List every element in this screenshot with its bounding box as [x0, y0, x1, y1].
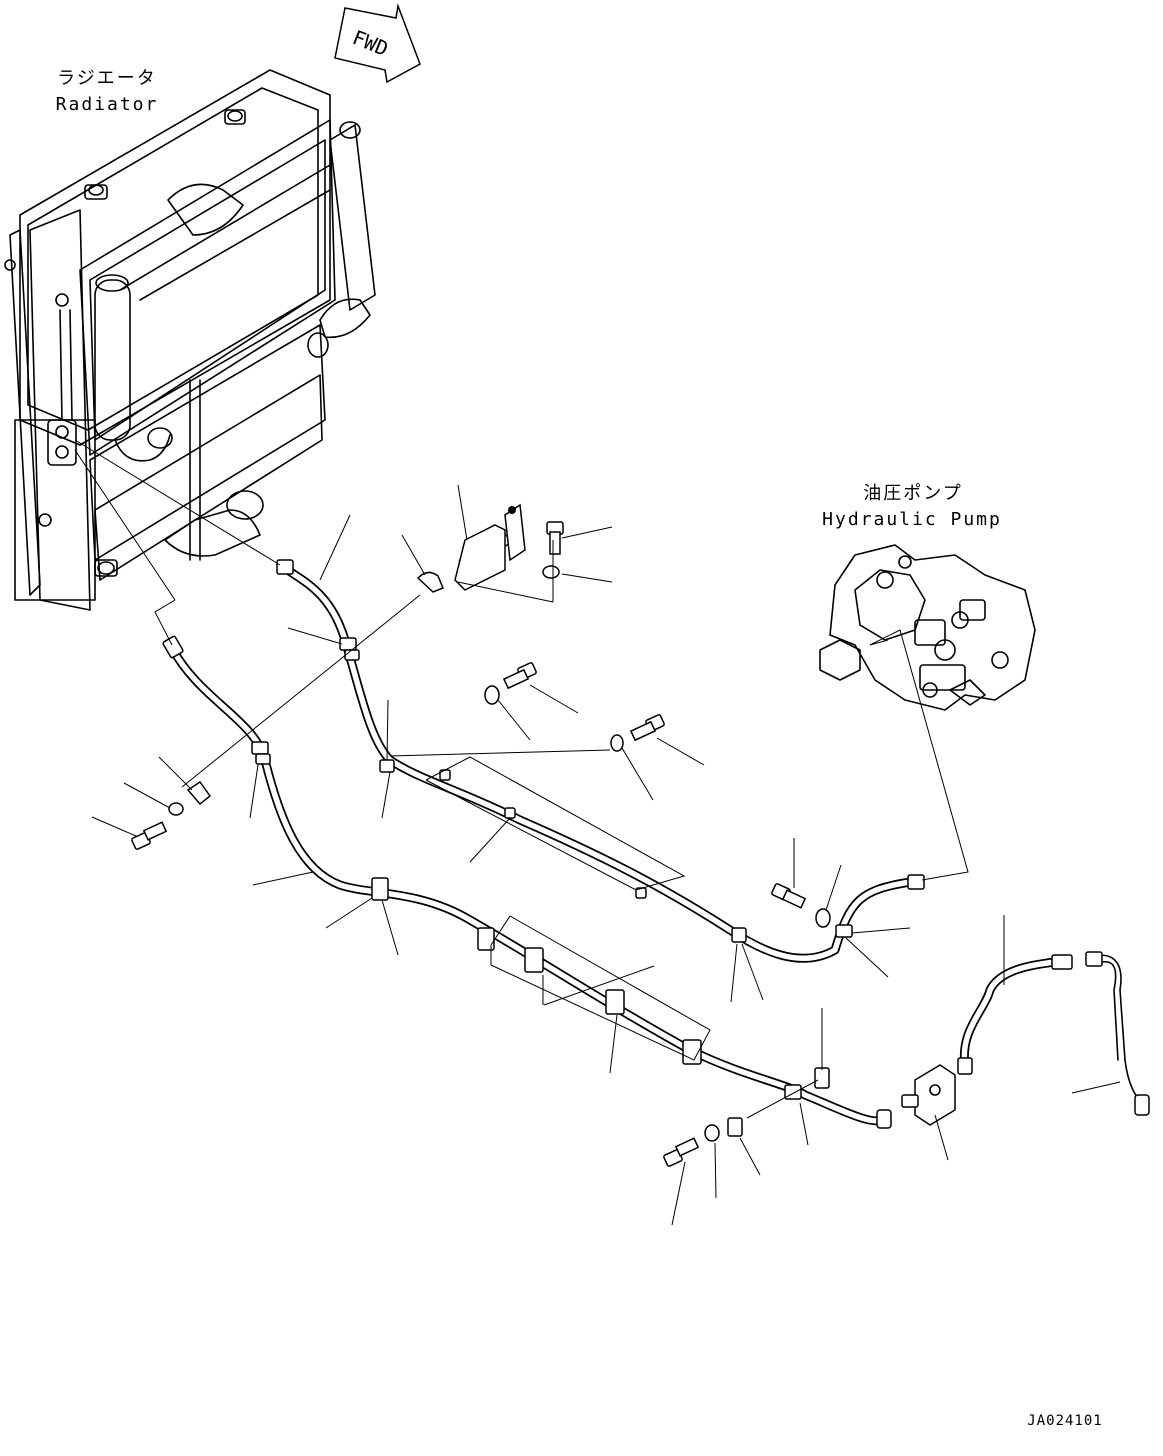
- hose-clamps: [186, 571, 853, 1137]
- bolts-and-washers: [131, 521, 831, 1167]
- leader-lines: [74, 439, 1121, 1226]
- drawing-id: JA024101: [1027, 1413, 1103, 1429]
- radiator-assembly: [4, 69, 376, 611]
- mounting-bracket: [454, 503, 526, 591]
- pump-label-en: Hydraulic Pump: [822, 509, 1002, 530]
- block-fitting: [901, 1064, 956, 1126]
- radiator-label-en: Radiator: [55, 94, 159, 115]
- pump-label-jp: 油圧ポンプ: [863, 483, 963, 504]
- lower-hose: [162, 635, 892, 1129]
- fwd-arrow-icon: FWD: [334, 3, 421, 84]
- hydraulic-pump: [819, 544, 1036, 711]
- radiator-label-jp: ラジエータ: [57, 68, 157, 89]
- pump-hose: [957, 951, 1150, 1116]
